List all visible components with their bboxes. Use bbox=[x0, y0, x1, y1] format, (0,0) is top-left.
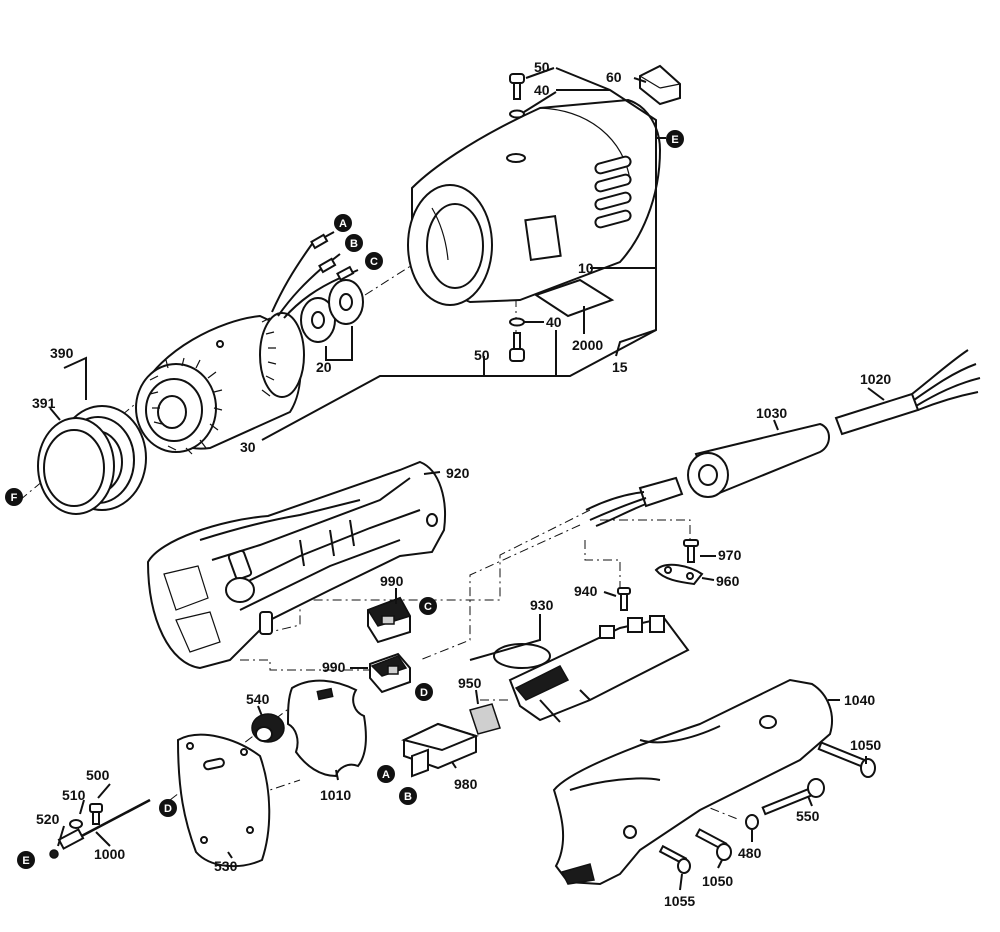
svg-text:C: C bbox=[424, 601, 432, 613]
marker-a-top: A bbox=[334, 214, 352, 232]
label-1010: 1010 bbox=[320, 787, 351, 803]
svg-text:D: D bbox=[420, 687, 428, 699]
label-plate bbox=[533, 278, 615, 318]
label-15: 15 bbox=[612, 359, 628, 375]
svg-text:B: B bbox=[404, 791, 412, 803]
earth-lead bbox=[57, 798, 151, 850]
housing-screw-bottom bbox=[509, 317, 525, 362]
label-50-bottom: 50 bbox=[474, 347, 490, 363]
cable-inner-leads bbox=[585, 476, 684, 527]
marker-e-top: E bbox=[666, 130, 684, 148]
label-990-bottom: 990 bbox=[322, 659, 346, 675]
marker-b-bottom: B bbox=[399, 787, 417, 805]
svg-text:E: E bbox=[671, 134, 678, 146]
label-1020: 1020 bbox=[860, 371, 891, 387]
brush-block bbox=[639, 64, 681, 106]
label-391: 391 bbox=[32, 395, 56, 411]
label-930: 930 bbox=[530, 597, 554, 613]
svg-text:A: A bbox=[382, 769, 390, 781]
svg-text:C: C bbox=[370, 256, 378, 268]
svg-text:E: E bbox=[22, 855, 29, 867]
svg-text:D: D bbox=[164, 803, 172, 815]
label-940: 940 bbox=[574, 583, 598, 599]
label-1040: 1040 bbox=[844, 692, 875, 708]
label-1050-bottom: 1050 bbox=[702, 873, 733, 889]
end-shield bbox=[37, 405, 147, 515]
marker-c-switch: C bbox=[419, 597, 437, 615]
stator-field-coil bbox=[135, 312, 305, 455]
label-2000: 2000 bbox=[572, 337, 603, 353]
cable-clamp-screw bbox=[683, 539, 699, 563]
label-40-bottom: 40 bbox=[546, 314, 562, 330]
leader-lines bbox=[49, 67, 885, 891]
label-10: 10 bbox=[578, 260, 594, 276]
switch-screw bbox=[617, 587, 631, 611]
label-950: 950 bbox=[458, 675, 482, 691]
power-cable bbox=[834, 349, 981, 436]
label-390: 390 bbox=[50, 345, 74, 361]
stator-washers bbox=[300, 279, 364, 343]
label-540: 540 bbox=[246, 691, 270, 707]
label-520: 520 bbox=[36, 811, 60, 827]
cable-clamp bbox=[654, 563, 704, 586]
marker-e-bottom: E bbox=[17, 851, 35, 869]
switch-cap-upper bbox=[366, 596, 412, 644]
marker-c-top: C bbox=[365, 252, 383, 270]
label-550: 550 bbox=[796, 808, 820, 824]
earth-screw bbox=[49, 803, 103, 859]
marker-d-bottom: D bbox=[159, 799, 177, 817]
label-510: 510 bbox=[62, 787, 86, 803]
cover-plate bbox=[176, 733, 271, 868]
cover-screw-bottom bbox=[694, 828, 732, 861]
label-920: 920 bbox=[446, 465, 470, 481]
marker-d-switch: D bbox=[415, 683, 433, 701]
insulation-plate bbox=[286, 679, 367, 778]
label-60: 60 bbox=[606, 69, 622, 85]
label-480: 480 bbox=[738, 845, 762, 861]
lock-washer bbox=[745, 814, 759, 830]
label-980: 980 bbox=[454, 776, 478, 792]
label-50-top: 50 bbox=[534, 59, 550, 75]
motor-housing bbox=[407, 98, 662, 306]
label-1055: 1055 bbox=[664, 893, 695, 909]
long-bolt bbox=[761, 778, 825, 816]
label-990-top: 990 bbox=[380, 573, 404, 589]
svg-text:A: A bbox=[339, 218, 347, 230]
handle-cover bbox=[552, 678, 833, 886]
switch-assembly bbox=[493, 615, 690, 723]
marker-a-bottom: A bbox=[377, 765, 395, 783]
label-960: 960 bbox=[716, 573, 740, 589]
switch-connector bbox=[401, 722, 479, 778]
label-530: 530 bbox=[214, 858, 238, 874]
stator-leads bbox=[271, 231, 359, 319]
svg-text:B: B bbox=[350, 238, 358, 250]
grommet bbox=[251, 713, 285, 743]
label-1000: 1000 bbox=[94, 846, 125, 862]
label-40-top: 40 bbox=[534, 82, 550, 98]
switch-cap-lower bbox=[369, 652, 411, 694]
cover-screw-right bbox=[817, 741, 876, 778]
cable-guard bbox=[687, 422, 830, 498]
switch-pad bbox=[469, 703, 501, 735]
label-1050-right: 1050 bbox=[850, 737, 881, 753]
label-970: 970 bbox=[718, 547, 742, 563]
marker-f: F bbox=[5, 488, 23, 506]
part-number-labels: 50 40 60 10 40 50 2000 15 20 30 390 391 … bbox=[32, 59, 891, 909]
label-30: 30 bbox=[240, 439, 256, 455]
label-500: 500 bbox=[86, 767, 110, 783]
cover-screw-small bbox=[658, 844, 691, 874]
label-1030: 1030 bbox=[756, 405, 787, 421]
housing-vent-slots bbox=[594, 155, 632, 229]
label-20: 20 bbox=[316, 359, 332, 375]
housing-screw-top bbox=[509, 73, 525, 119]
marker-b-top: B bbox=[345, 234, 363, 252]
handle-housing bbox=[146, 460, 446, 670]
svg-text:F: F bbox=[11, 492, 18, 504]
